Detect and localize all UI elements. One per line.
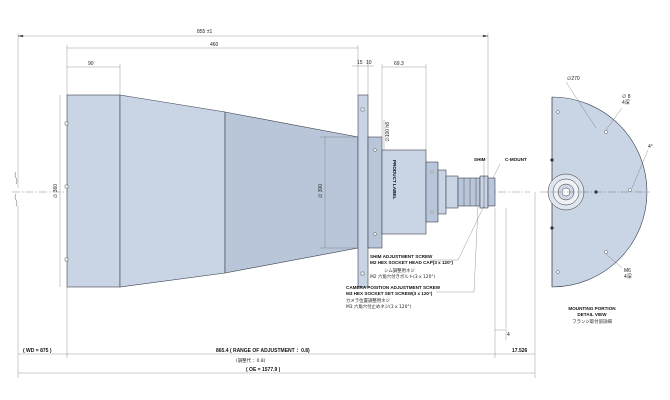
detail-m6-depth: 4深 <box>624 273 632 280</box>
label-c-mount: C-MOUNT <box>505 157 527 162</box>
shim-screw-title: SHIM ADJUSTMENT SCREW <box>370 254 433 259</box>
shim-screw-jp-spec: M2 六角穴付きボルト(3 x 120°) <box>370 273 436 280</box>
dim-adjustment: 865.4 ( RANGE OF ADJUSTMENT ：0.8) <box>216 348 310 354</box>
rear-cone <box>224 111 359 274</box>
detail-dia-8: ∅ 8 <box>622 94 631 100</box>
dim-total-length: 855 ±1 <box>197 29 212 35</box>
dim-wd: ( WD = 875 ) <box>23 348 52 354</box>
rear-housing <box>381 149 427 235</box>
dim-69-3: 69.3 <box>394 61 404 67</box>
c-mount-ring <box>487 177 496 207</box>
detail-title-jp: フランジ取付部詳細 <box>572 318 612 325</box>
flange <box>357 94 369 288</box>
shim-screw-jp: シム調整用ネジ <box>384 267 415 274</box>
dim-dia-360: ∅ 360 <box>53 184 59 198</box>
cam-screw-jp-spec: M3 六角穴付止めネジ(3 x 120°) <box>346 303 412 310</box>
step-ring-2 <box>437 169 447 215</box>
dim-adjustment-jp: (調整代 ：0.8) <box>236 357 266 364</box>
dim-15: 15 <box>357 60 363 66</box>
dim-10: 10 <box>366 60 372 66</box>
detail-m6: M6 <box>624 268 631 274</box>
cam-screw-spec: M3 HEX SOCKET SET SCREW(3 x 120°) <box>346 291 433 296</box>
dim-dia-100: ∅100 h8 <box>385 122 391 142</box>
product-label: PRODUCT LABEL <box>392 160 397 199</box>
cam-screw-title: CAMERA POSITION ADJUSTMENT SCREW <box>346 285 441 290</box>
detail-view <box>540 81 650 288</box>
break-line <box>14 171 18 185</box>
detail-title-1: MOUNTING PORTION <box>568 306 616 311</box>
dim-right-end: 17.526 <box>512 348 528 354</box>
detail-dia-270: ∅270 <box>567 76 580 82</box>
lens-body <box>64 94 496 288</box>
dim-460: 460 <box>210 42 219 48</box>
front-cone <box>119 94 226 288</box>
label-shim: SHIM <box>474 157 486 162</box>
shim-screw-spec: M2 HEX SOCKET HEAD CAP(3 x 120°) <box>370 260 453 265</box>
front-cylinder <box>66 94 121 288</box>
dim-dia-300: ∅ 300 <box>318 184 324 198</box>
detail-dia-8-depth: 4深 <box>622 99 630 106</box>
dim-90: 90 <box>88 61 94 67</box>
hub <box>367 136 383 249</box>
dim-4: 4 <box>507 332 510 338</box>
dim-oe: ( OE = 1577.9 ) <box>246 367 281 373</box>
detail-angle: 4° <box>648 144 653 150</box>
adapter-knurl <box>457 177 481 207</box>
adapter <box>445 175 459 209</box>
detail-title-2: DETAIL VIEW <box>577 312 607 317</box>
cam-screw-jp: カメラ位置調整用ネジ <box>346 297 391 304</box>
